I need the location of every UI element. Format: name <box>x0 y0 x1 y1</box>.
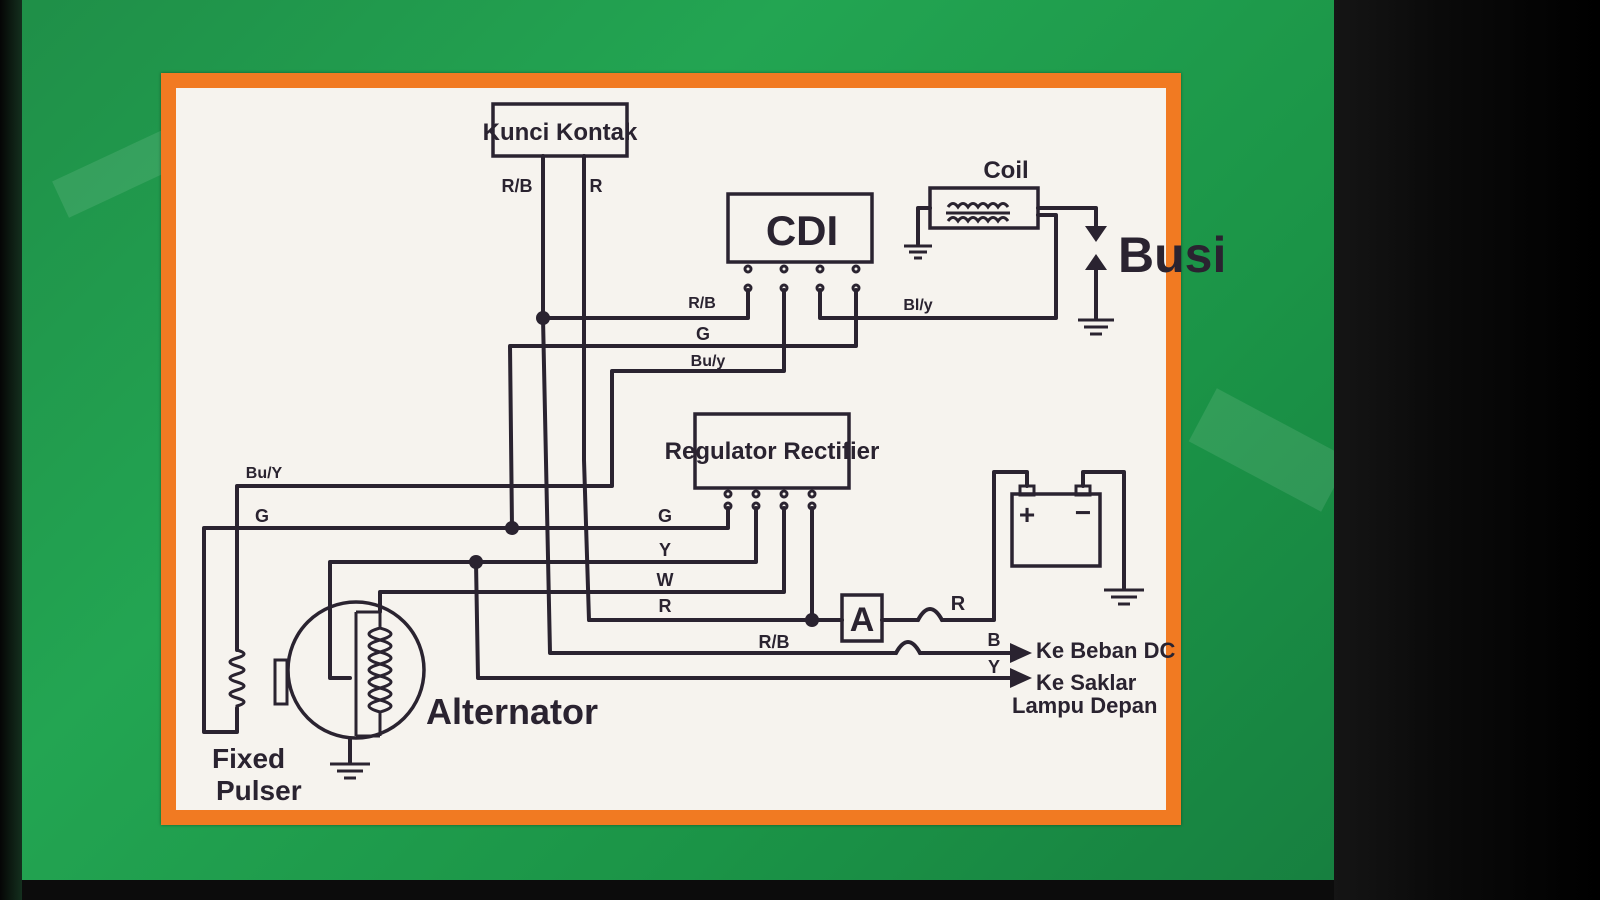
headlamp-label-line2: Lampu Depan <box>1012 693 1157 718</box>
coil-windings <box>946 202 1010 224</box>
arrow-headlamp-icon <box>1010 668 1032 688</box>
key-switch-box <box>491 102 629 158</box>
junction-g <box>505 521 519 535</box>
arrow-dc-load-icon <box>1010 643 1032 663</box>
reg-r-label: R <box>659 596 672 616</box>
pulser-buy-label: Bu/Y <box>246 465 283 482</box>
cdi-box <box>726 192 874 264</box>
pulser-pickup-icon <box>273 658 289 706</box>
spark-gap-upper-icon <box>1085 226 1107 242</box>
wire-batt-r <box>940 470 1029 622</box>
cdi-rb-label: R/B <box>688 295 716 312</box>
junction-rb <box>536 311 550 325</box>
batt-r-label: R <box>951 593 966 615</box>
reg-g-label: G <box>658 506 672 526</box>
wire-out-y <box>474 560 1012 680</box>
pulser-label-line2: Pulser <box>216 775 302 806</box>
wire-y <box>328 506 758 680</box>
key-rb-label: R/B <box>502 176 533 196</box>
cdi-buy-label: Bu/y <box>691 353 726 370</box>
battery-box <box>1010 492 1102 568</box>
coil-label: Coil <box>983 157 1028 184</box>
dc-load-label: Ke Beban DC <box>1036 638 1175 663</box>
regulator-box <box>693 412 851 490</box>
wire-cdi-buy <box>235 288 786 652</box>
wire-cdi-rb <box>541 288 750 320</box>
ammeter-label: A <box>850 601 875 639</box>
coil-to-plug-wire <box>1036 206 1098 228</box>
battery-plus-sign: + <box>1019 499 1035 530</box>
left-shadow <box>0 0 22 900</box>
spark-gap-lower-icon <box>1085 254 1107 270</box>
wire-key-rb <box>541 154 898 655</box>
out-y-label: Y <box>988 657 1000 677</box>
diagram-paper <box>176 88 1166 810</box>
pulser-label-line1: Fixed <box>212 743 285 774</box>
wire-g-ground <box>202 506 730 734</box>
regulator-label: Regulator Rectifier <box>665 438 880 465</box>
alternator-ground-icon <box>330 762 370 780</box>
wire-cdi-g <box>508 288 858 530</box>
pulser-g-label: G <box>255 506 269 526</box>
out-rb-label: R/B <box>759 632 790 652</box>
battery-minus-sign: − <box>1075 497 1091 528</box>
coil-ground-icon <box>904 244 932 260</box>
out-b-label: B <box>988 630 1001 650</box>
fuse-r-icon <box>916 607 944 622</box>
battery-ground-wire <box>1081 470 1126 590</box>
cdi-label: CDI <box>766 207 838 254</box>
reg-y-label: Y <box>659 540 671 560</box>
alternator-stator-coil-icon <box>354 610 393 738</box>
cdi-bly-label: Bl/y <box>903 297 932 314</box>
coil-ground-wire <box>916 206 932 246</box>
battery-ground-icon <box>1104 588 1144 606</box>
wire-key-r <box>582 154 810 622</box>
plug-ground-icon <box>1078 318 1114 336</box>
coil-box <box>928 186 1040 230</box>
alternator-label: Alternator <box>426 691 598 732</box>
spark-plug-label: Busi <box>1118 227 1226 283</box>
wire-w <box>378 506 786 614</box>
wire-bl-y <box>818 213 1058 320</box>
headlamp-label-line1: Ke Saklar <box>1036 670 1137 695</box>
fuse-rb-icon <box>894 640 922 655</box>
regulator-terminals <box>723 489 817 511</box>
pulser-coil-icon <box>228 648 246 708</box>
reg-w-label: W <box>657 570 674 590</box>
cdi-terminals <box>743 264 861 293</box>
right-shadow <box>1334 0 1600 900</box>
key-switch-label: Kunci Kontak <box>483 119 638 146</box>
key-r-label: R <box>590 176 603 196</box>
cdi-g-label: G <box>696 324 710 344</box>
